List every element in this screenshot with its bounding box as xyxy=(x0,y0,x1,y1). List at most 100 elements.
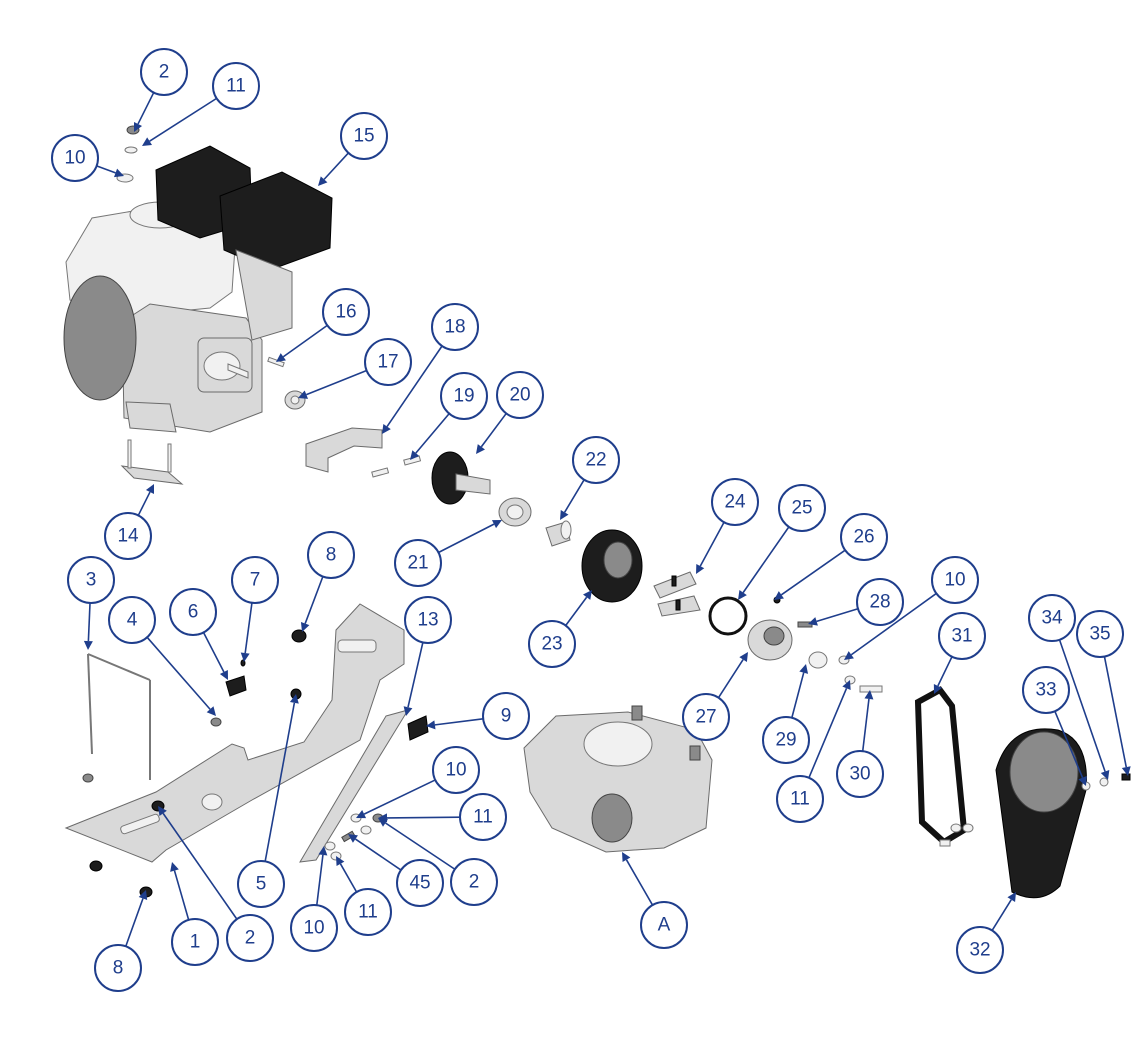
arrowhead xyxy=(276,353,286,362)
leader-line xyxy=(173,870,190,921)
callout-label: 15 xyxy=(353,126,374,147)
base-frame-1 xyxy=(64,603,405,863)
leader-line xyxy=(1054,710,1084,779)
callout-45: 45 xyxy=(396,859,444,907)
callout-34: 34 xyxy=(1028,594,1076,642)
callout-11: 11 xyxy=(212,62,260,110)
callout-label: 14 xyxy=(117,526,139,547)
arrowhead xyxy=(83,640,93,650)
callout-label: 17 xyxy=(377,352,398,373)
leader-line xyxy=(162,812,238,920)
arrowhead xyxy=(300,621,310,632)
callout-25: 25 xyxy=(778,484,826,532)
callout-28: 28 xyxy=(856,578,904,626)
callout-label: 26 xyxy=(853,527,874,548)
arrowhead xyxy=(842,680,851,691)
callout-2: 2 xyxy=(450,858,498,906)
leader-line xyxy=(87,602,91,642)
arrowhead xyxy=(318,176,328,186)
leader-line xyxy=(282,324,328,358)
callout-18: 18 xyxy=(431,303,479,351)
callout-label: 13 xyxy=(417,610,438,631)
callout-label: 21 xyxy=(407,553,428,574)
arrowhead xyxy=(289,694,299,704)
arrowhead xyxy=(774,591,784,600)
arrowhead xyxy=(382,424,391,434)
callout-22: 22 xyxy=(572,436,620,484)
callout-15: 15 xyxy=(340,112,388,160)
callout-19: 19 xyxy=(440,372,488,420)
leader-line xyxy=(699,521,725,567)
callout-23: 23 xyxy=(528,620,576,668)
arrowhead xyxy=(739,652,748,663)
callout-9: 9 xyxy=(482,692,530,740)
o-ring-25 xyxy=(708,596,748,636)
callout-label: 4 xyxy=(127,610,138,631)
arrowhead xyxy=(348,834,358,843)
arrowhead xyxy=(491,520,502,529)
leader-line xyxy=(244,602,253,654)
engine xyxy=(63,145,333,433)
leader-line xyxy=(407,642,424,708)
callout-4: 4 xyxy=(108,596,156,644)
arrowhead xyxy=(410,450,420,460)
callout-label: 10 xyxy=(64,148,85,169)
callout-35: 35 xyxy=(1076,610,1124,658)
callout-24: 24 xyxy=(711,478,759,526)
callout-label: 35 xyxy=(1089,624,1110,645)
arrowhead xyxy=(583,590,592,600)
callout-label: 32 xyxy=(969,940,990,961)
callout-8: 8 xyxy=(307,531,355,579)
callout-label: 8 xyxy=(326,545,337,566)
arrowhead xyxy=(622,852,631,863)
leader-line xyxy=(625,859,654,906)
u-bolt-3 xyxy=(82,653,151,783)
arrowhead xyxy=(134,121,143,132)
callout-A: A xyxy=(640,901,688,949)
callout-label: 30 xyxy=(849,764,870,785)
callout-label: 16 xyxy=(335,302,356,323)
callout-5: 5 xyxy=(237,860,285,908)
callout-11: 11 xyxy=(344,888,392,936)
callout-14: 14 xyxy=(104,512,152,560)
callout-6: 6 xyxy=(169,588,217,636)
leader-lines xyxy=(83,92,1131,947)
leader-line xyxy=(565,596,588,626)
leader-line xyxy=(96,165,116,174)
callout-1: 1 xyxy=(171,918,219,966)
leader-line xyxy=(861,698,870,752)
callout-7: 7 xyxy=(231,556,279,604)
leader-line xyxy=(125,898,144,947)
leader-line xyxy=(264,702,296,862)
callout-label: 2 xyxy=(469,872,480,893)
arrowhead xyxy=(206,706,216,716)
washers-screws-right xyxy=(808,651,883,693)
leader-line xyxy=(850,592,937,656)
leader-line xyxy=(385,822,456,870)
arrowhead xyxy=(336,856,345,867)
callouts: 2 11 10 15 16 17 18 19 20 14 22 24 25 26… xyxy=(51,48,1124,992)
leader-line xyxy=(717,659,744,699)
arrowhead xyxy=(738,590,747,600)
clutch-shoes-24 xyxy=(653,571,701,617)
arrowhead xyxy=(298,390,309,399)
arrowhead xyxy=(560,509,569,520)
arrowhead xyxy=(1007,892,1016,903)
leader-line xyxy=(780,549,846,596)
callout-label: A xyxy=(658,915,671,936)
arrowhead xyxy=(933,683,942,694)
leader-line xyxy=(137,491,151,516)
belt-guard-32 xyxy=(995,728,1131,899)
callout-16: 16 xyxy=(322,288,370,336)
arrowhead xyxy=(799,664,809,674)
arrowhead xyxy=(844,651,854,660)
arrowhead xyxy=(1078,775,1087,786)
leader-line xyxy=(415,413,450,454)
arrowhead xyxy=(170,862,179,872)
bushing-22 xyxy=(545,520,572,547)
leader-line xyxy=(1058,639,1106,772)
callout-29: 29 xyxy=(762,716,810,764)
callout-label: 25 xyxy=(791,498,812,519)
callout-label: 9 xyxy=(501,706,512,727)
